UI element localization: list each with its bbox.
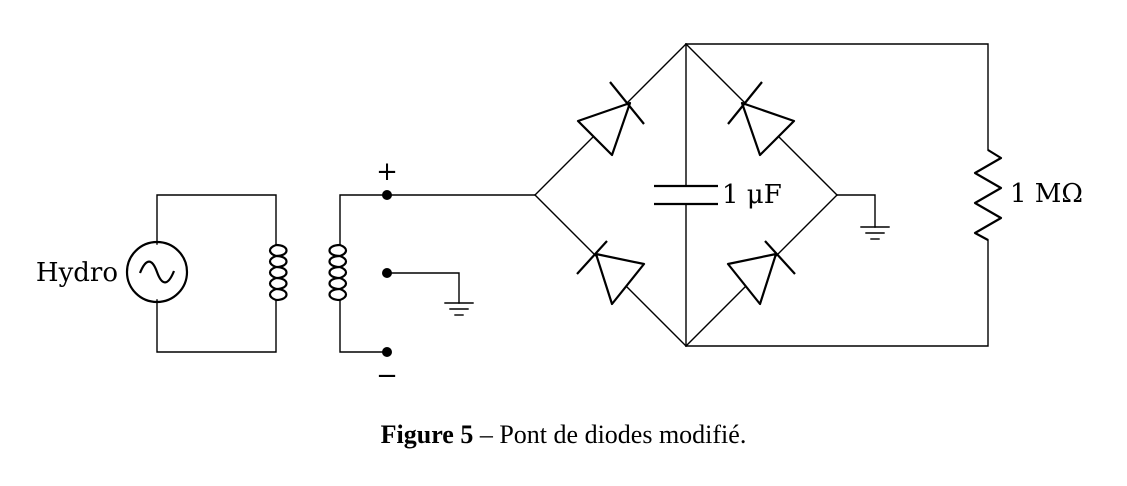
capacitor-label: 1 μF: [722, 180, 782, 210]
minus-sign: −: [376, 361, 398, 391]
plus-sign: +: [376, 157, 398, 187]
figure-caption: Figure 5 – Pont de diodes modifié.: [0, 420, 1127, 450]
capacitor: [654, 43, 718, 347]
figure-label: Figure 5: [380, 420, 474, 449]
circuit-diagram: Hydro + −: [36, 43, 1083, 391]
resistor-label: 1 MΩ: [1010, 179, 1083, 209]
source-label: Hydro: [36, 258, 118, 288]
secondary-leads: [339, 194, 388, 353]
center-tap-wire: [386, 272, 460, 304]
caption-separator: –: [479, 420, 493, 449]
ground-symbol-left: [444, 302, 474, 316]
transformer-primary-coil: [268, 243, 288, 302]
caption-text: Pont de diodes modifié.: [499, 420, 747, 449]
diode-bottom-right: [726, 240, 796, 306]
terminal-minus: [382, 347, 392, 357]
diode-top-left: [576, 81, 645, 157]
diode-bottom-left: [576, 240, 646, 306]
ground-symbol-right: [860, 226, 890, 240]
diode-top-right: [727, 81, 796, 157]
ac-source: [125, 240, 189, 304]
right-node-ground-wire: [836, 194, 876, 228]
transformer-secondary-coil: [328, 243, 348, 302]
resistor-loop: [685, 43, 989, 347]
primary-loop: [156, 194, 277, 353]
resistor: [973, 149, 1003, 241]
